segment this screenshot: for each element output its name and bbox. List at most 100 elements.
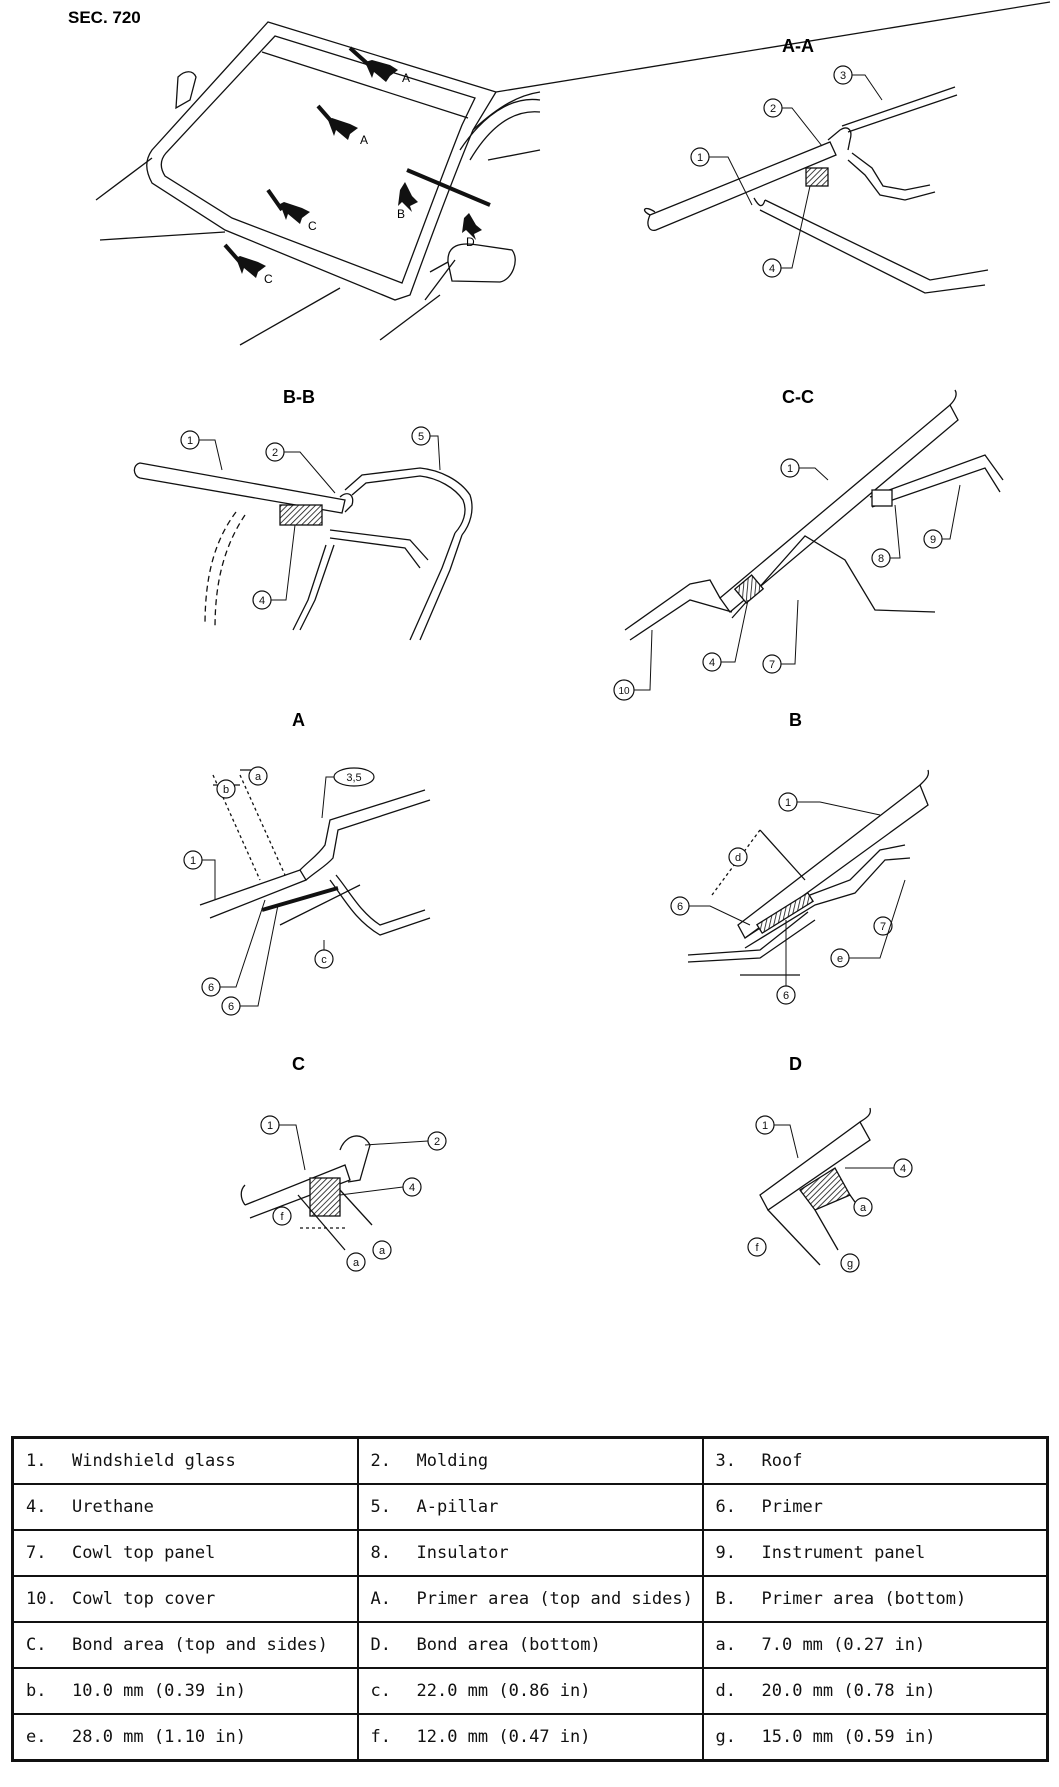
svg-text:6: 6: [677, 901, 683, 913]
legend-label: 20.0 mm (0.78 in): [761, 1681, 936, 1701]
view-title-d: D: [789, 1054, 802, 1074]
legend-key: 1.: [26, 1451, 47, 1471]
callouts: [180, 65, 943, 1273]
legend-cell: 5.A-pillar: [356, 1483, 704, 1531]
legend-label: Primer area (top and sides): [416, 1589, 693, 1609]
legend-label: Cowl top panel: [72, 1543, 216, 1563]
legend-label: 28.0 mm (1.10 in): [72, 1727, 246, 1747]
legend-label: 12.0 mm (0.47 in): [416, 1727, 591, 1747]
svg-text:b: b: [223, 784, 229, 796]
section-cc-drawing: [624, 389, 1004, 641]
callout-leaders: [199, 74, 961, 1196]
svg-text:g: g: [847, 1258, 853, 1270]
section-aa-drawing: [643, 86, 989, 294]
legend-label: A-pillar: [416, 1497, 499, 1517]
svg-text:3: 3: [840, 70, 846, 82]
legend-key: 4.: [26, 1497, 47, 1517]
legend-cell: b.10.0 mm (0.39 in): [11, 1667, 359, 1715]
legend-key: d.: [715, 1681, 736, 1701]
legend-key: a.: [715, 1635, 736, 1655]
detail-d-drawing: [759, 1107, 872, 1266]
legend-key: 7.: [26, 1543, 47, 1563]
legend-cell: d. 20.0 mm (0.78 in): [701, 1667, 1049, 1715]
legend-key: c.: [370, 1681, 391, 1701]
legend-label: 10.0 mm (0.39 in): [72, 1681, 246, 1701]
svg-text:1: 1: [190, 855, 196, 867]
svg-text:f: f: [280, 1211, 284, 1223]
legend-row: b.10.0 mm (0.39 in) c. 22.0 mm (0.86 in) d.…: [11, 1667, 1049, 1715]
svg-text:4: 4: [769, 263, 775, 275]
view-title-aa: A-A: [782, 36, 814, 56]
svg-text:B: B: [397, 207, 405, 221]
windshield-installation-diagram: SEC. 720: [68, 1, 1051, 1273]
legend-label: Cowl top cover: [72, 1589, 216, 1609]
legend-label: Windshield glass: [72, 1451, 236, 1471]
legend-cell: 1. Windshield glass: [11, 1436, 359, 1485]
svg-text:10: 10: [618, 686, 630, 697]
legend-row: 7. Cowl top panel 8.Insulator 9. Instrument …: [11, 1529, 1049, 1577]
legend-cell: 10.Cowl top cover: [11, 1575, 359, 1623]
legend-cell: 7. Cowl top panel: [11, 1529, 359, 1577]
legend-key: g.: [715, 1727, 736, 1747]
svg-text:1: 1: [785, 797, 791, 809]
legend-label: Bond area (bottom): [416, 1635, 601, 1655]
svg-text:C: C: [308, 219, 317, 233]
svg-text:3,5: 3,5: [346, 772, 361, 784]
view-title-b: B: [789, 710, 802, 730]
svg-text:C: C: [264, 272, 273, 286]
svg-text:8: 8: [878, 553, 884, 565]
legend-key: B.: [715, 1589, 736, 1609]
legend-cell: D. Bond area (bottom): [356, 1621, 704, 1669]
legend-label: Molding: [416, 1451, 489, 1471]
svg-text:2: 2: [272, 447, 278, 459]
legend-key: e.: [26, 1727, 47, 1747]
detail-a-drawing: [199, 769, 431, 936]
svg-text:4: 4: [409, 1182, 415, 1194]
legend-key: 6.: [715, 1497, 736, 1517]
legend-label: 22.0 mm (0.86 in): [416, 1681, 591, 1701]
legend-key: f.: [370, 1727, 391, 1747]
overview-arrow-labels: A A B C C D: [264, 71, 475, 286]
legend-key: D.: [370, 1635, 391, 1655]
svg-text:e: e: [837, 953, 843, 965]
svg-text:f: f: [755, 1242, 759, 1254]
legend-row: C.Bond area (top and sides)D.Bond area (…: [11, 1621, 1049, 1669]
svg-text:6: 6: [208, 982, 214, 994]
legend-label: Primer: [761, 1497, 823, 1517]
legend-label: 15.0 mm (0.59 in): [761, 1727, 936, 1747]
svg-text:9: 9: [930, 534, 936, 546]
legend-key: C.: [26, 1635, 47, 1655]
section-bb-drawing: [133, 462, 473, 641]
legend-cell: e. 28.0 mm (1.10 in): [11, 1713, 359, 1762]
legend-cell: g. 15.0 mm (0.59 in): [701, 1713, 1049, 1762]
svg-text:4: 4: [900, 1163, 906, 1175]
view-title-cc: C-C: [782, 387, 814, 407]
svg-text:7: 7: [880, 921, 886, 933]
svg-text:1: 1: [267, 1120, 273, 1132]
svg-text:7: 7: [769, 659, 775, 671]
legend-label: Instrument panel: [761, 1543, 926, 1563]
svg-text:a: a: [860, 1202, 867, 1214]
legend-cell: a.7.0 mm (0.27 in): [701, 1621, 1049, 1669]
legend-row: 4. Urethane 5.A-pillar 6. Primer: [11, 1483, 1049, 1531]
legend-label: Urethane: [72, 1497, 154, 1517]
legend-key: 2.: [370, 1451, 391, 1471]
legend-cell: A.Primer area (top and sides): [356, 1575, 704, 1623]
overview-windshield-view: [95, 1, 1051, 346]
svg-text:A: A: [402, 71, 410, 85]
legend-cell: 8.Insulator: [356, 1529, 704, 1577]
svg-text:a: a: [379, 1245, 386, 1257]
detail-c-drawing: [240, 1135, 373, 1251]
view-title-c: C: [292, 1054, 305, 1074]
svg-text:a: a: [353, 1257, 360, 1269]
svg-text:2: 2: [434, 1136, 440, 1148]
svg-text:D: D: [466, 235, 475, 249]
svg-text:6: 6: [228, 1001, 234, 1013]
legend-key: 9.: [715, 1543, 736, 1563]
legend-cell: 2. Molding: [356, 1436, 704, 1485]
svg-text:4: 4: [709, 657, 715, 669]
overview-arrows: [236, 60, 482, 278]
legend-label: Primer area (bottom): [761, 1589, 967, 1609]
